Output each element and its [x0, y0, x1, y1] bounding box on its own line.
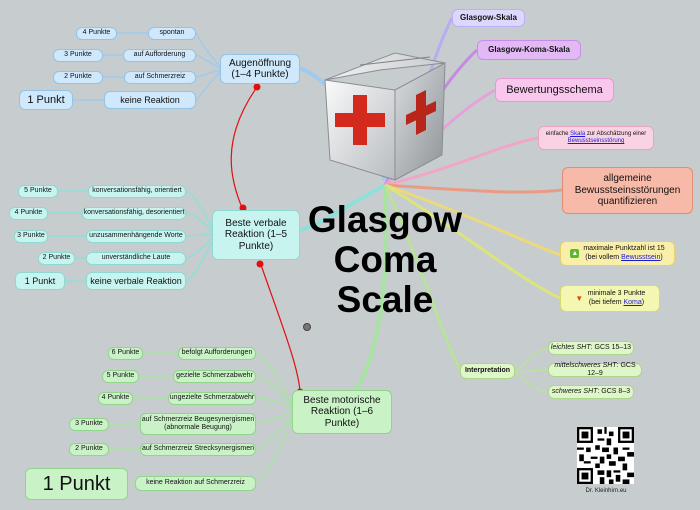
branch-verbal-response[interactable]: Beste verbale Reaktion (1–5 Punkte): [212, 210, 300, 260]
central-topic: Glasgow Coma Scale: [307, 199, 463, 320]
eyes-desc-2[interactable]: auf Schmerzreiz: [124, 71, 196, 84]
motor-desc-6[interactable]: befolgt Aufforderungen: [178, 347, 256, 360]
node-interpretation[interactable]: Interpretation: [460, 363, 515, 379]
motor-desc-5[interactable]: gezielte Schmerzabwehr: [173, 370, 256, 383]
node-einfache-skala[interactable]: einfache Skala zur Abschätzung einer Bew…: [538, 126, 654, 150]
first-aid-cube-icon: [324, 52, 446, 181]
qr-code-icon[interactable]: [577, 427, 634, 484]
eyes-desc-4[interactable]: spontan: [148, 27, 196, 40]
motor-points-4[interactable]: 4 Punkte: [98, 392, 133, 405]
branch-motor-response[interactable]: Beste motorische Reaktion (1–6 Punkte): [292, 390, 392, 434]
node-min-punktzahl[interactable]: ▼ minimale 3 Punkte(bei tiefem Koma): [560, 285, 660, 312]
link-bewusstseinsstoerung[interactable]: Bewusstseinsstörung: [567, 138, 625, 144]
credit-text: Dr. Kleinhirn.eu: [585, 488, 627, 494]
arrow-up-icon: ▲: [570, 249, 580, 258]
verbal-points-4[interactable]: 4 Punkte: [9, 207, 48, 220]
motor-points-3[interactable]: 3 Punkte: [69, 418, 109, 431]
eyes-points-4[interactable]: 4 Punkte: [76, 27, 117, 40]
motor-desc-3[interactable]: auf Schmerzreiz Beugesynergismen (abnorm…: [140, 413, 256, 435]
eyes-desc-3[interactable]: auf Aufforderung: [123, 49, 196, 62]
link-bewusstsein[interactable]: Bewusstsein: [621, 253, 661, 261]
node-max-punktzahl[interactable]: ▲ maximale Punktzahl ist 15(bei vollem B…: [560, 241, 675, 266]
motor-points-6[interactable]: 6 Punkte: [108, 347, 143, 360]
verbal-desc-5[interactable]: konversationsfähig, orientiert: [88, 185, 186, 198]
verbal-points-2[interactable]: 2 Punkte: [38, 252, 75, 265]
eyes-points-1[interactable]: 1 Punkt: [19, 90, 73, 110]
verbal-desc-3[interactable]: unzusammenhängende Worte: [86, 230, 186, 243]
small-gear-icon: [303, 323, 311, 331]
verbal-desc-4[interactable]: konversationsfähig, desorientiert: [82, 207, 186, 220]
link-koma[interactable]: Koma: [623, 298, 642, 306]
verbal-points-1[interactable]: 1 Punkt: [15, 272, 65, 290]
link-skala[interactable]: Skala: [570, 131, 586, 138]
verbal-points-5[interactable]: 5 Punkte: [18, 185, 58, 198]
verbal-points-3[interactable]: 3 Punkte: [14, 230, 48, 243]
eyes-points-2[interactable]: 2 Punkte: [53, 71, 103, 84]
verbal-desc-2[interactable]: unverständliche Laute: [86, 252, 186, 265]
eyes-points-3[interactable]: 3 Punkte: [53, 49, 103, 62]
arrow-down-icon: ▼: [575, 294, 584, 303]
motor-points-2[interactable]: 2 Punkte: [69, 443, 109, 456]
interp-schwer[interactable]: schweres SHT: GCS 8–3: [548, 385, 634, 399]
node-glasgow-skala[interactable]: Glasgow-Skala: [452, 9, 525, 27]
motor-desc-1[interactable]: keine Reaktion auf Schmerzreiz: [135, 476, 256, 491]
eyes-desc-1[interactable]: keine Reaktion: [104, 91, 196, 109]
node-bewertungsschema[interactable]: Bewertungsschema: [495, 78, 614, 102]
branch-eye-opening[interactable]: Augenöffnung (1–4 Punkte): [220, 54, 300, 84]
motor-points-1[interactable]: 1 Punkt: [25, 468, 128, 500]
interp-leicht[interactable]: leichtes SHT: GCS 15–13: [548, 341, 634, 355]
node-glasgow-koma-skala[interactable]: Glasgow-Koma-Skala: [477, 40, 581, 60]
interp-mittel[interactable]: mittelschweres SHT: GCS 12–9: [548, 362, 642, 377]
verbal-desc-1[interactable]: keine verbale Reaktion: [86, 272, 186, 290]
node-allgemeine[interactable]: allgemeine Bewusstseinsstörungen quantif…: [562, 167, 693, 214]
motor-points-5[interactable]: 5 Punkte: [102, 370, 139, 383]
motor-desc-4[interactable]: ungezielte Schmerzabwehr: [168, 392, 256, 405]
motor-desc-2[interactable]: auf Schmerzreiz Strecksynergismen: [140, 443, 256, 456]
